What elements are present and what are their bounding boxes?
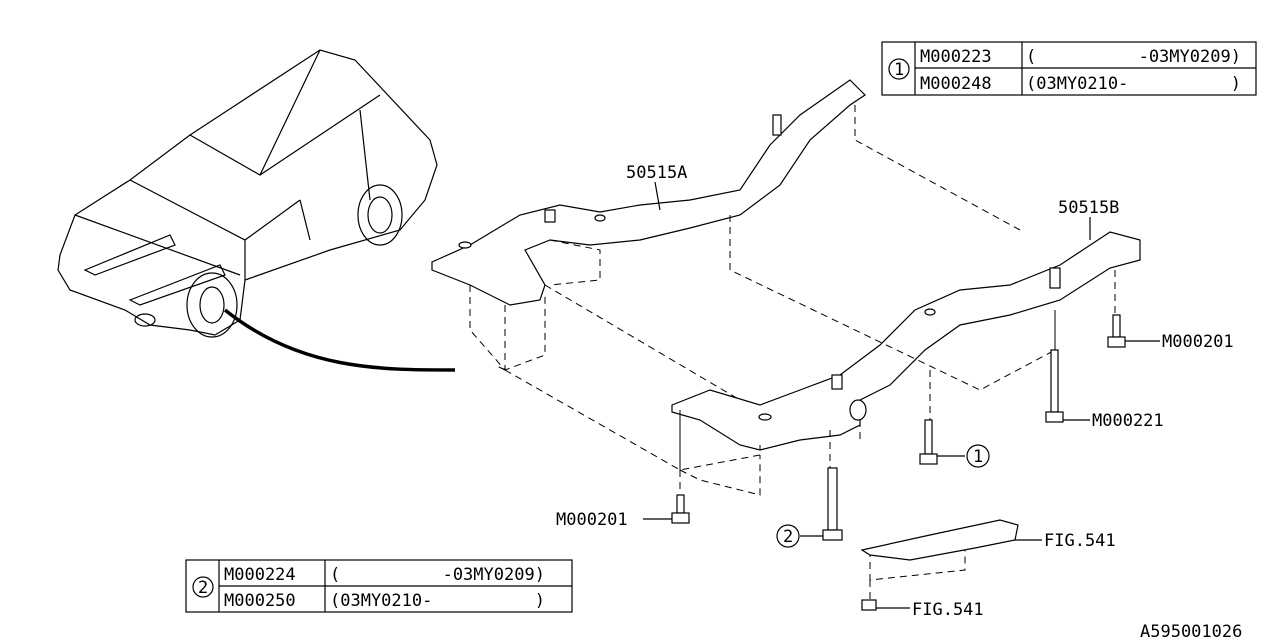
vehicle-illustration <box>57 49 456 372</box>
table1-range: ( -03MY0209) <box>1026 47 1241 67</box>
applicability-table-2: 2 M000224 ( -03MY0209) M000250 (03MY0210… <box>185 559 573 613</box>
label-m000201-right: M000201 <box>1162 332 1234 352</box>
bolt-ref2 <box>800 467 843 541</box>
frame-50515b <box>671 231 1141 451</box>
applicability-table-1: 1 M000223 ( -03MY0209) M000248 (03MY0210… <box>881 41 1257 96</box>
table1-part: M000223 <box>920 47 992 67</box>
table2-part: M000224 <box>224 565 296 585</box>
frame-50515a <box>431 79 866 306</box>
diagram-id: A595001026 <box>1140 622 1242 640</box>
label-50515a: 50515A <box>626 163 687 183</box>
ref-circle-2: 2 <box>783 527 793 547</box>
bolt-m000201-left <box>643 494 690 524</box>
table1-range: (03MY0210- ) <box>1026 74 1241 94</box>
table1-ref: 1 <box>894 60 904 80</box>
table2-ref: 2 <box>198 578 208 598</box>
ref-circle-1: 1 <box>973 447 983 467</box>
label-50515b: 50515B <box>1058 198 1119 218</box>
label-fig541-upper: FIG.541 <box>1044 531 1116 551</box>
bolt-m000221 <box>1045 349 1090 423</box>
bracket-fig541 <box>860 519 1042 611</box>
table2-part: M000250 <box>224 591 296 611</box>
assembly-dashed-lines <box>469 105 1116 600</box>
bolt-ref1 <box>919 419 965 465</box>
label-m000201-left: M000201 <box>556 510 628 530</box>
leader-curve <box>223 308 456 372</box>
bolt-m000201-right <box>1107 314 1160 348</box>
table2-range: (03MY0210- ) <box>330 591 545 611</box>
label-fig541-lower: FIG.541 <box>912 600 984 620</box>
label-m000221: M000221 <box>1092 411 1164 431</box>
table2-range: ( -03MY0209) <box>330 565 545 585</box>
table1-part: M000248 <box>920 74 992 94</box>
